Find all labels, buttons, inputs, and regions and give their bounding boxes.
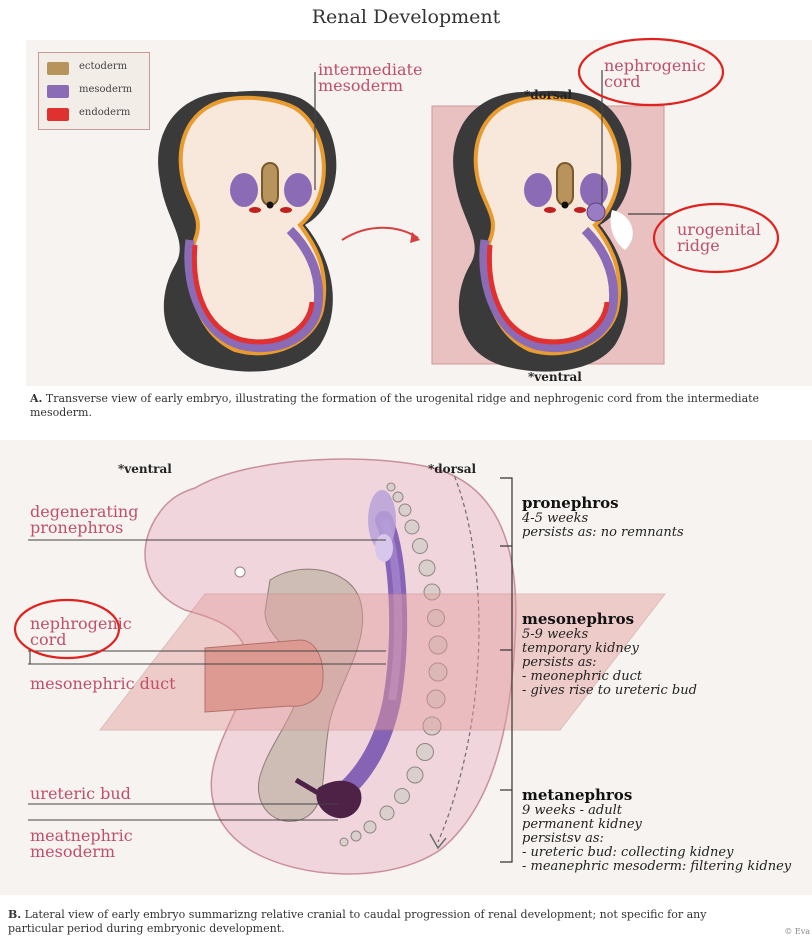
caption-b-letter: B.: [8, 908, 21, 921]
stage-line: 9 weeks - adult: [522, 804, 791, 818]
credit-signature: © Eva: [784, 927, 810, 936]
label-ventral-a: *ventral: [528, 370, 582, 384]
legend-label: mesoderm: [79, 84, 132, 95]
caption-a: A. Transverse view of early embryo, illu…: [30, 392, 790, 420]
nephrogenic-cord-right: [587, 203, 605, 221]
label-mesonephric-duct: mesonephric duct: [30, 676, 176, 692]
label-line: mesoderm: [30, 844, 133, 860]
label-intermediate-mesoderm: intermediate mesoderm: [318, 62, 422, 94]
label-urogenital-ridge: urogenital ridge: [677, 222, 761, 254]
stage-line: - meanephric mesoderm: filtering kidney: [522, 860, 791, 874]
transition-arrow: [342, 228, 418, 240]
label-ventral-b: *ventral: [118, 462, 172, 476]
label-nephrogenic-cord-a: nephrogenic cord: [604, 58, 706, 90]
label-dorsal-b: *dorsal: [428, 462, 476, 476]
neural-tube-left: [262, 163, 278, 205]
label-metanephric-mesoderm: meatnephric mesoderm: [30, 828, 133, 860]
legend-swatch-endoderm: [47, 108, 69, 121]
label-line: cord: [604, 74, 706, 90]
stage-line: temporary kidney: [522, 642, 697, 656]
stage-title: pronephros: [522, 494, 684, 512]
label-dorsal-a: *dorsal: [524, 88, 572, 102]
intermediate-mesoderm-left-b: [284, 173, 312, 207]
intermediate-mesoderm-left-a: [230, 173, 258, 207]
transverse-embryo-left: [158, 72, 336, 372]
label-degenerating-pronephros: degenerating pronephros: [30, 504, 138, 536]
legend-swatch-ectoderm: [47, 62, 69, 75]
stage-line: 4-5 weeks: [522, 512, 684, 526]
label-line: ridge: [677, 238, 761, 254]
stage-title: metanephros: [522, 786, 791, 804]
stage-metanephros: metanephros 9 weeks - adult permanent ki…: [522, 786, 791, 874]
stage-line: 5-9 weeks: [522, 628, 697, 642]
legend-label: endoderm: [79, 107, 130, 118]
tissue-legend: ectoderm mesoderm endoderm: [38, 52, 150, 130]
caption-b: B. Lateral view of early embryo summariz…: [8, 908, 748, 936]
stage-line: - gives rise to ureteric bud: [522, 684, 697, 698]
caption-b-text: Lateral view of early embryo summarizng …: [8, 908, 706, 935]
stage-line: - ureteric bud: collecting kidney: [522, 846, 791, 860]
page-title: Renal Development: [0, 6, 812, 28]
stage-line: permanent kidney: [522, 818, 791, 832]
caption-a-letter: A.: [30, 392, 42, 405]
stage-line: persistsv as:: [522, 832, 791, 846]
label-ureteric-bud: ureteric bud: [30, 786, 131, 802]
legend-swatch-mesoderm: [47, 85, 69, 98]
stage-title: mesonephros: [522, 610, 697, 628]
legend-label: ectoderm: [79, 61, 127, 72]
label-nephrogenic-cord-b: nephrogenic cord: [30, 616, 132, 648]
caption-a-text: Transverse view of early embryo, illustr…: [30, 392, 759, 419]
stage-mesonephros: mesonephros 5-9 weeks temporary kidney p…: [522, 610, 697, 698]
label-line: mesoderm: [318, 78, 422, 94]
label-line: pronephros: [30, 520, 138, 536]
stage-line: persists as:: [522, 656, 697, 670]
stage-line: - meonephric duct: [522, 670, 697, 684]
stage-line: persists as: no remnants: [522, 526, 684, 540]
label-line: cord: [30, 632, 132, 648]
stage-pronephros: pronephros 4-5 weeks persists as: no rem…: [522, 494, 684, 540]
